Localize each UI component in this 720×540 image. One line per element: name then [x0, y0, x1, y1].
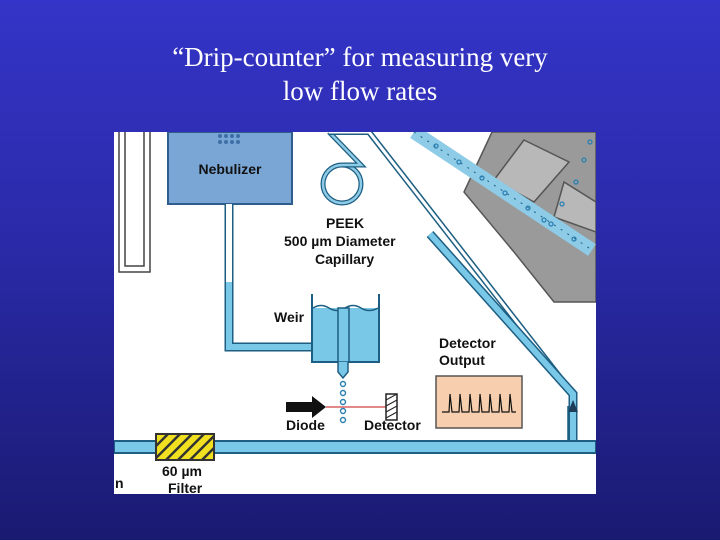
detector-output-panel: Detector Output [435, 335, 523, 429]
aerosol-stream [410, 132, 596, 256]
diagram-canvas: Nebulizer [114, 132, 596, 494]
pulse-trace [442, 393, 516, 413]
pump-label-fragment: n [115, 475, 124, 491]
detector-block [385, 393, 398, 421]
diode-label: Diode [286, 417, 325, 433]
peek-label-line1: PEEK [326, 215, 364, 231]
optical-sensor: Diode Detector [286, 393, 421, 433]
filter: 60 µm Filter [155, 433, 215, 494]
falling-drops [339, 380, 347, 424]
peek-label-group: PEEK 500 µm Diameter Capillary [284, 215, 396, 267]
diode-arrow-icon [286, 396, 326, 418]
filter-label-line2: Filter [168, 480, 203, 494]
left-frame-outer [118, 132, 151, 273]
filter-label-line1: 60 µm [162, 463, 202, 479]
flow-arrow-icon [568, 400, 578, 412]
weir: Weir [274, 294, 380, 380]
nebulizer-label: Nebulizer [198, 161, 262, 177]
main-flow-line [114, 406, 596, 454]
nebulizer-feed-tube [224, 204, 326, 352]
detector-label: Detector [364, 417, 421, 433]
left-frame-inner [124, 132, 145, 267]
title-line-2: low flow rates [282, 76, 438, 106]
drip-counter-diagram: Nebulizer [114, 132, 596, 494]
detector-output-label-line1: Detector [439, 335, 496, 351]
peek-capillary [320, 132, 578, 444]
detector-output-label-line2: Output [439, 352, 485, 368]
nebulizer: Nebulizer [167, 132, 293, 205]
slide-title: “Drip-counter” for measuring very low fl… [0, 40, 720, 108]
peek-label-line2: 500 µm Diameter [284, 233, 396, 249]
title-line-1: “Drip-counter” for measuring very [172, 42, 548, 72]
weir-label: Weir [274, 309, 305, 325]
peek-label-line3: Capillary [315, 251, 374, 267]
